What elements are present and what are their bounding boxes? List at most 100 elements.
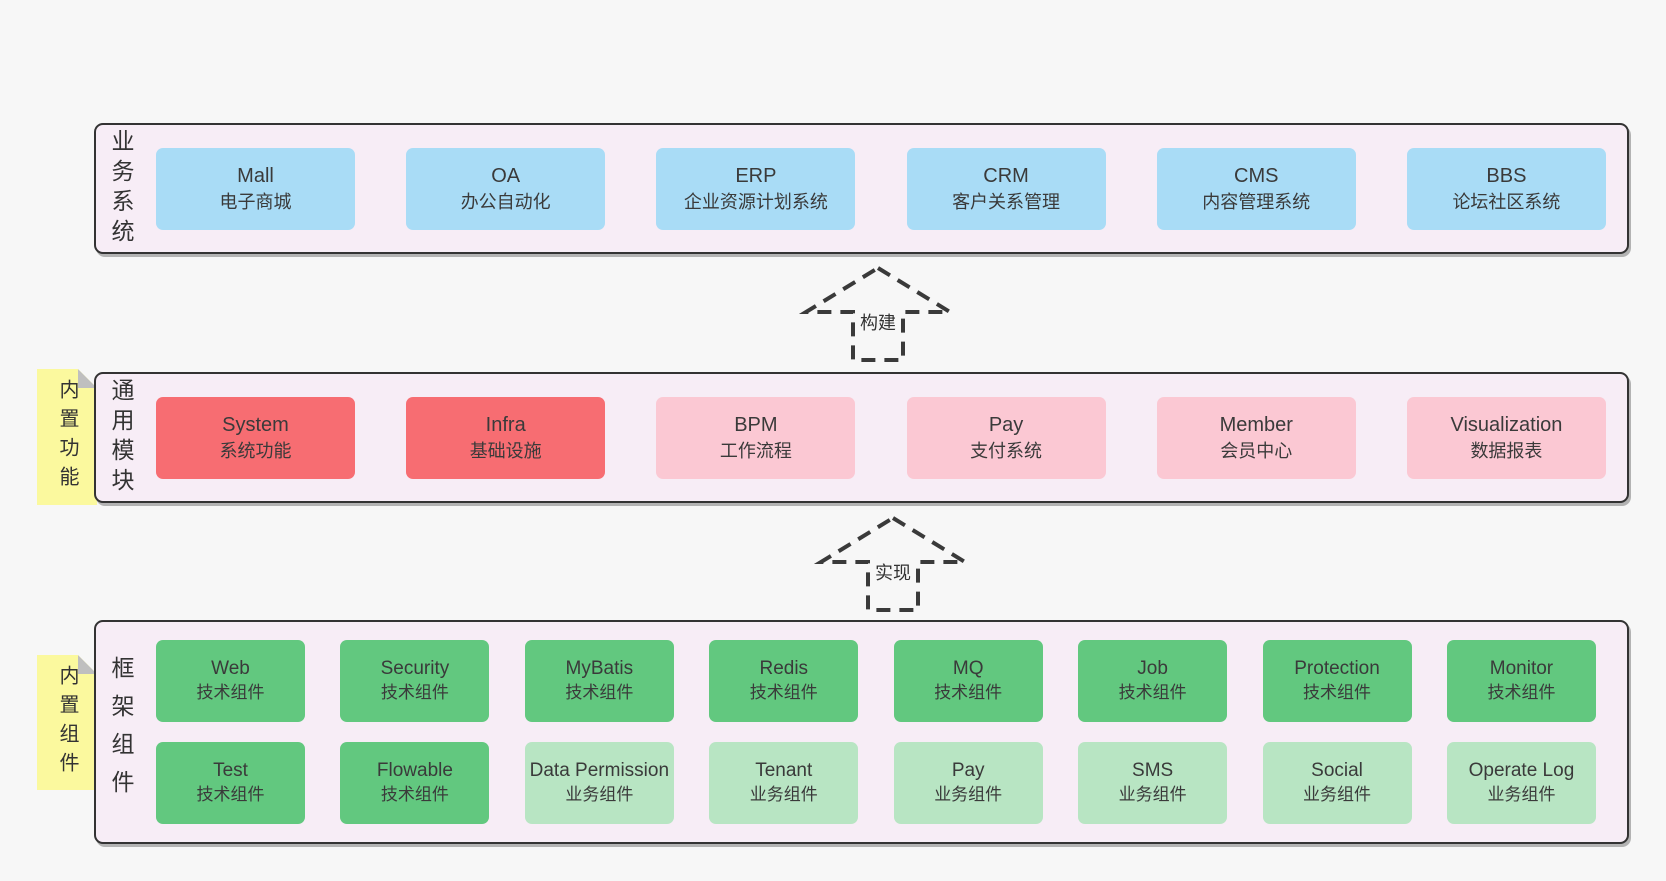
sticky-note-built-in-features: 内置功能 <box>37 369 97 505</box>
components-grid: Web 技术组件 Security 技术组件 MyBatis 技术组件 Redi… <box>96 622 1627 842</box>
box-title: BPM <box>734 413 778 436</box>
box-title: Redis <box>759 657 809 679</box>
box-subtitle: 会员中心 <box>1220 440 1293 461</box>
panel-framework-components: 框架组件 Web 技术组件 Security 技术组件 MyBatis 技术组件… <box>94 620 1629 844</box>
box-title: Pay <box>988 413 1024 436</box>
box-web: Web 技术组件 <box>156 640 305 722</box>
box-title: Flowable <box>376 759 453 781</box>
box-mybatis: MyBatis 技术组件 <box>524 640 674 722</box>
box-title: Data Permission <box>529 759 670 781</box>
box-title: Mall <box>237 164 274 187</box>
panel-business-systems: 业务系统 Mall 电子商城 OA 办公自动化 ERP 企业资源计划系统 CRM… <box>94 123 1629 254</box>
box-cms: CMS 内容管理系统 <box>1156 147 1356 230</box>
box-title: Test <box>213 759 248 781</box>
business-boxes-row: Mall 电子商城 OA 办公自动化 ERP 企业资源计划系统 CRM 客户关系… <box>96 125 1627 252</box>
box-mq: MQ 技术组件 <box>893 640 1043 722</box>
box-title: MQ <box>952 657 984 679</box>
box-subtitle: 业务组件 <box>934 784 1003 804</box>
box-subtitle: 业务组件 <box>749 784 818 804</box>
box-bpm: BPM 工作流程 <box>656 396 856 479</box>
box-pay: Pay 支付系统 <box>906 396 1106 479</box>
box-subtitle: 技术组件 <box>1118 682 1187 702</box>
box-subtitle: 系统功能 <box>219 440 292 461</box>
box-social: Social 业务组件 <box>1262 742 1412 824</box>
box-redis: Redis 技术组件 <box>709 640 859 722</box>
box-security: Security 技术组件 <box>340 640 490 722</box>
sticky-label: 内置组件 <box>56 664 78 781</box>
box-title: Monitor <box>1489 657 1554 679</box>
box-job: Job 技术组件 <box>1078 640 1228 722</box>
box-subtitle: 技术组件 <box>380 784 449 804</box>
box-title: CMS <box>1234 164 1279 187</box>
panel-side-label: 通用模块 <box>108 377 134 498</box>
box-title: Visualization <box>1450 413 1563 436</box>
box-title: Pay <box>951 759 985 781</box>
box-subtitle: 内容管理系统 <box>1202 191 1311 212</box>
box-pay-biz: Pay 业务组件 <box>893 742 1043 824</box>
box-crm: CRM 客户关系管理 <box>906 147 1106 230</box>
box-title: Infra <box>485 413 526 436</box>
box-subtitle: 业务组件 <box>1303 784 1372 804</box>
panel-side-label: 框架组件 <box>108 656 134 808</box>
box-subtitle: 业务组件 <box>1487 784 1556 804</box>
box-data-permission: Data Permission 业务组件 <box>524 742 674 824</box>
arrow-label-build: 构建 <box>856 308 900 336</box>
sticky-label: 内置功能 <box>56 379 78 495</box>
box-subtitle: 企业资源计划系统 <box>683 191 828 212</box>
box-title: System <box>222 413 289 436</box>
box-subtitle: 技术组件 <box>196 784 265 804</box>
box-title: Protection <box>1294 657 1380 679</box>
box-tenant: Tenant 业务组件 <box>709 742 859 824</box>
box-visualization: Visualization 数据报表 <box>1406 396 1606 479</box>
box-subtitle: 客户关系管理 <box>952 191 1061 212</box>
box-subtitle: 工作流程 <box>719 440 792 461</box>
box-monitor: Monitor 技术组件 <box>1446 640 1596 722</box>
box-title: Operate Log <box>1468 759 1575 781</box>
box-title: Web <box>211 657 250 679</box>
components-row-1: Web 技术组件 Security 技术组件 MyBatis 技术组件 Redi… <box>156 640 1596 722</box>
box-mall: Mall 电子商城 <box>156 147 355 230</box>
box-member: Member 会员中心 <box>1156 396 1356 479</box>
up-arrow-icon <box>798 265 958 362</box>
box-subtitle: 技术组件 <box>196 682 265 702</box>
box-title: CRM <box>983 164 1029 187</box>
box-title: Social <box>1311 759 1363 781</box>
box-system: System 系统功能 <box>156 396 355 479</box>
box-subtitle: 论坛社区系统 <box>1452 191 1561 212</box>
box-subtitle: 技术组件 <box>1487 682 1556 702</box>
box-subtitle: 数据报表 <box>1470 440 1543 461</box>
box-subtitle: 业务组件 <box>565 784 634 804</box>
box-title: SMS <box>1132 759 1174 781</box>
arrow-label-implement: 实现 <box>871 558 915 586</box>
box-test: Test 技术组件 <box>156 742 305 824</box>
box-subtitle: 技术组件 <box>749 682 818 702</box>
box-title: ERP <box>735 164 777 187</box>
box-subtitle: 技术组件 <box>380 682 449 702</box>
box-subtitle: 技术组件 <box>934 682 1003 702</box>
sticky-note-built-in-components: 内置组件 <box>37 655 97 790</box>
box-subtitle: 业务组件 <box>1118 784 1187 804</box>
box-subtitle: 基础设施 <box>469 440 542 461</box>
box-subtitle: 技术组件 <box>1303 682 1372 702</box>
box-subtitle: 技术组件 <box>565 682 634 702</box>
box-title: Security <box>380 657 450 679</box>
box-subtitle: 办公自动化 <box>460 191 551 212</box>
components-row-2: Test 技术组件 Flowable 技术组件 Data Permission … <box>156 742 1596 824</box>
box-title: BBS <box>1486 164 1527 187</box>
box-protection: Protection 技术组件 <box>1262 640 1412 722</box>
box-title: Member <box>1219 413 1293 436</box>
box-title: MyBatis <box>565 657 634 679</box>
up-arrow-icon <box>813 515 973 612</box>
box-sms: SMS 业务组件 <box>1078 742 1228 824</box>
panel-common-modules: 通用模块 System 系统功能 Infra 基础设施 BPM 工作流程 Pay… <box>94 372 1629 503</box>
box-erp: ERP 企业资源计划系统 <box>656 147 856 230</box>
box-operate-log: Operate Log 业务组件 <box>1446 742 1596 824</box>
panel-side-label: 业务系统 <box>108 128 134 249</box>
box-infra: Infra 基础设施 <box>406 396 606 479</box>
box-title: Job <box>1137 657 1168 679</box>
box-flowable: Flowable 技术组件 <box>340 742 490 824</box>
box-oa: OA 办公自动化 <box>406 147 606 230</box>
box-subtitle: 支付系统 <box>970 440 1043 461</box>
modules-boxes-row: System 系统功能 Infra 基础设施 BPM 工作流程 Pay 支付系统… <box>96 374 1627 501</box>
